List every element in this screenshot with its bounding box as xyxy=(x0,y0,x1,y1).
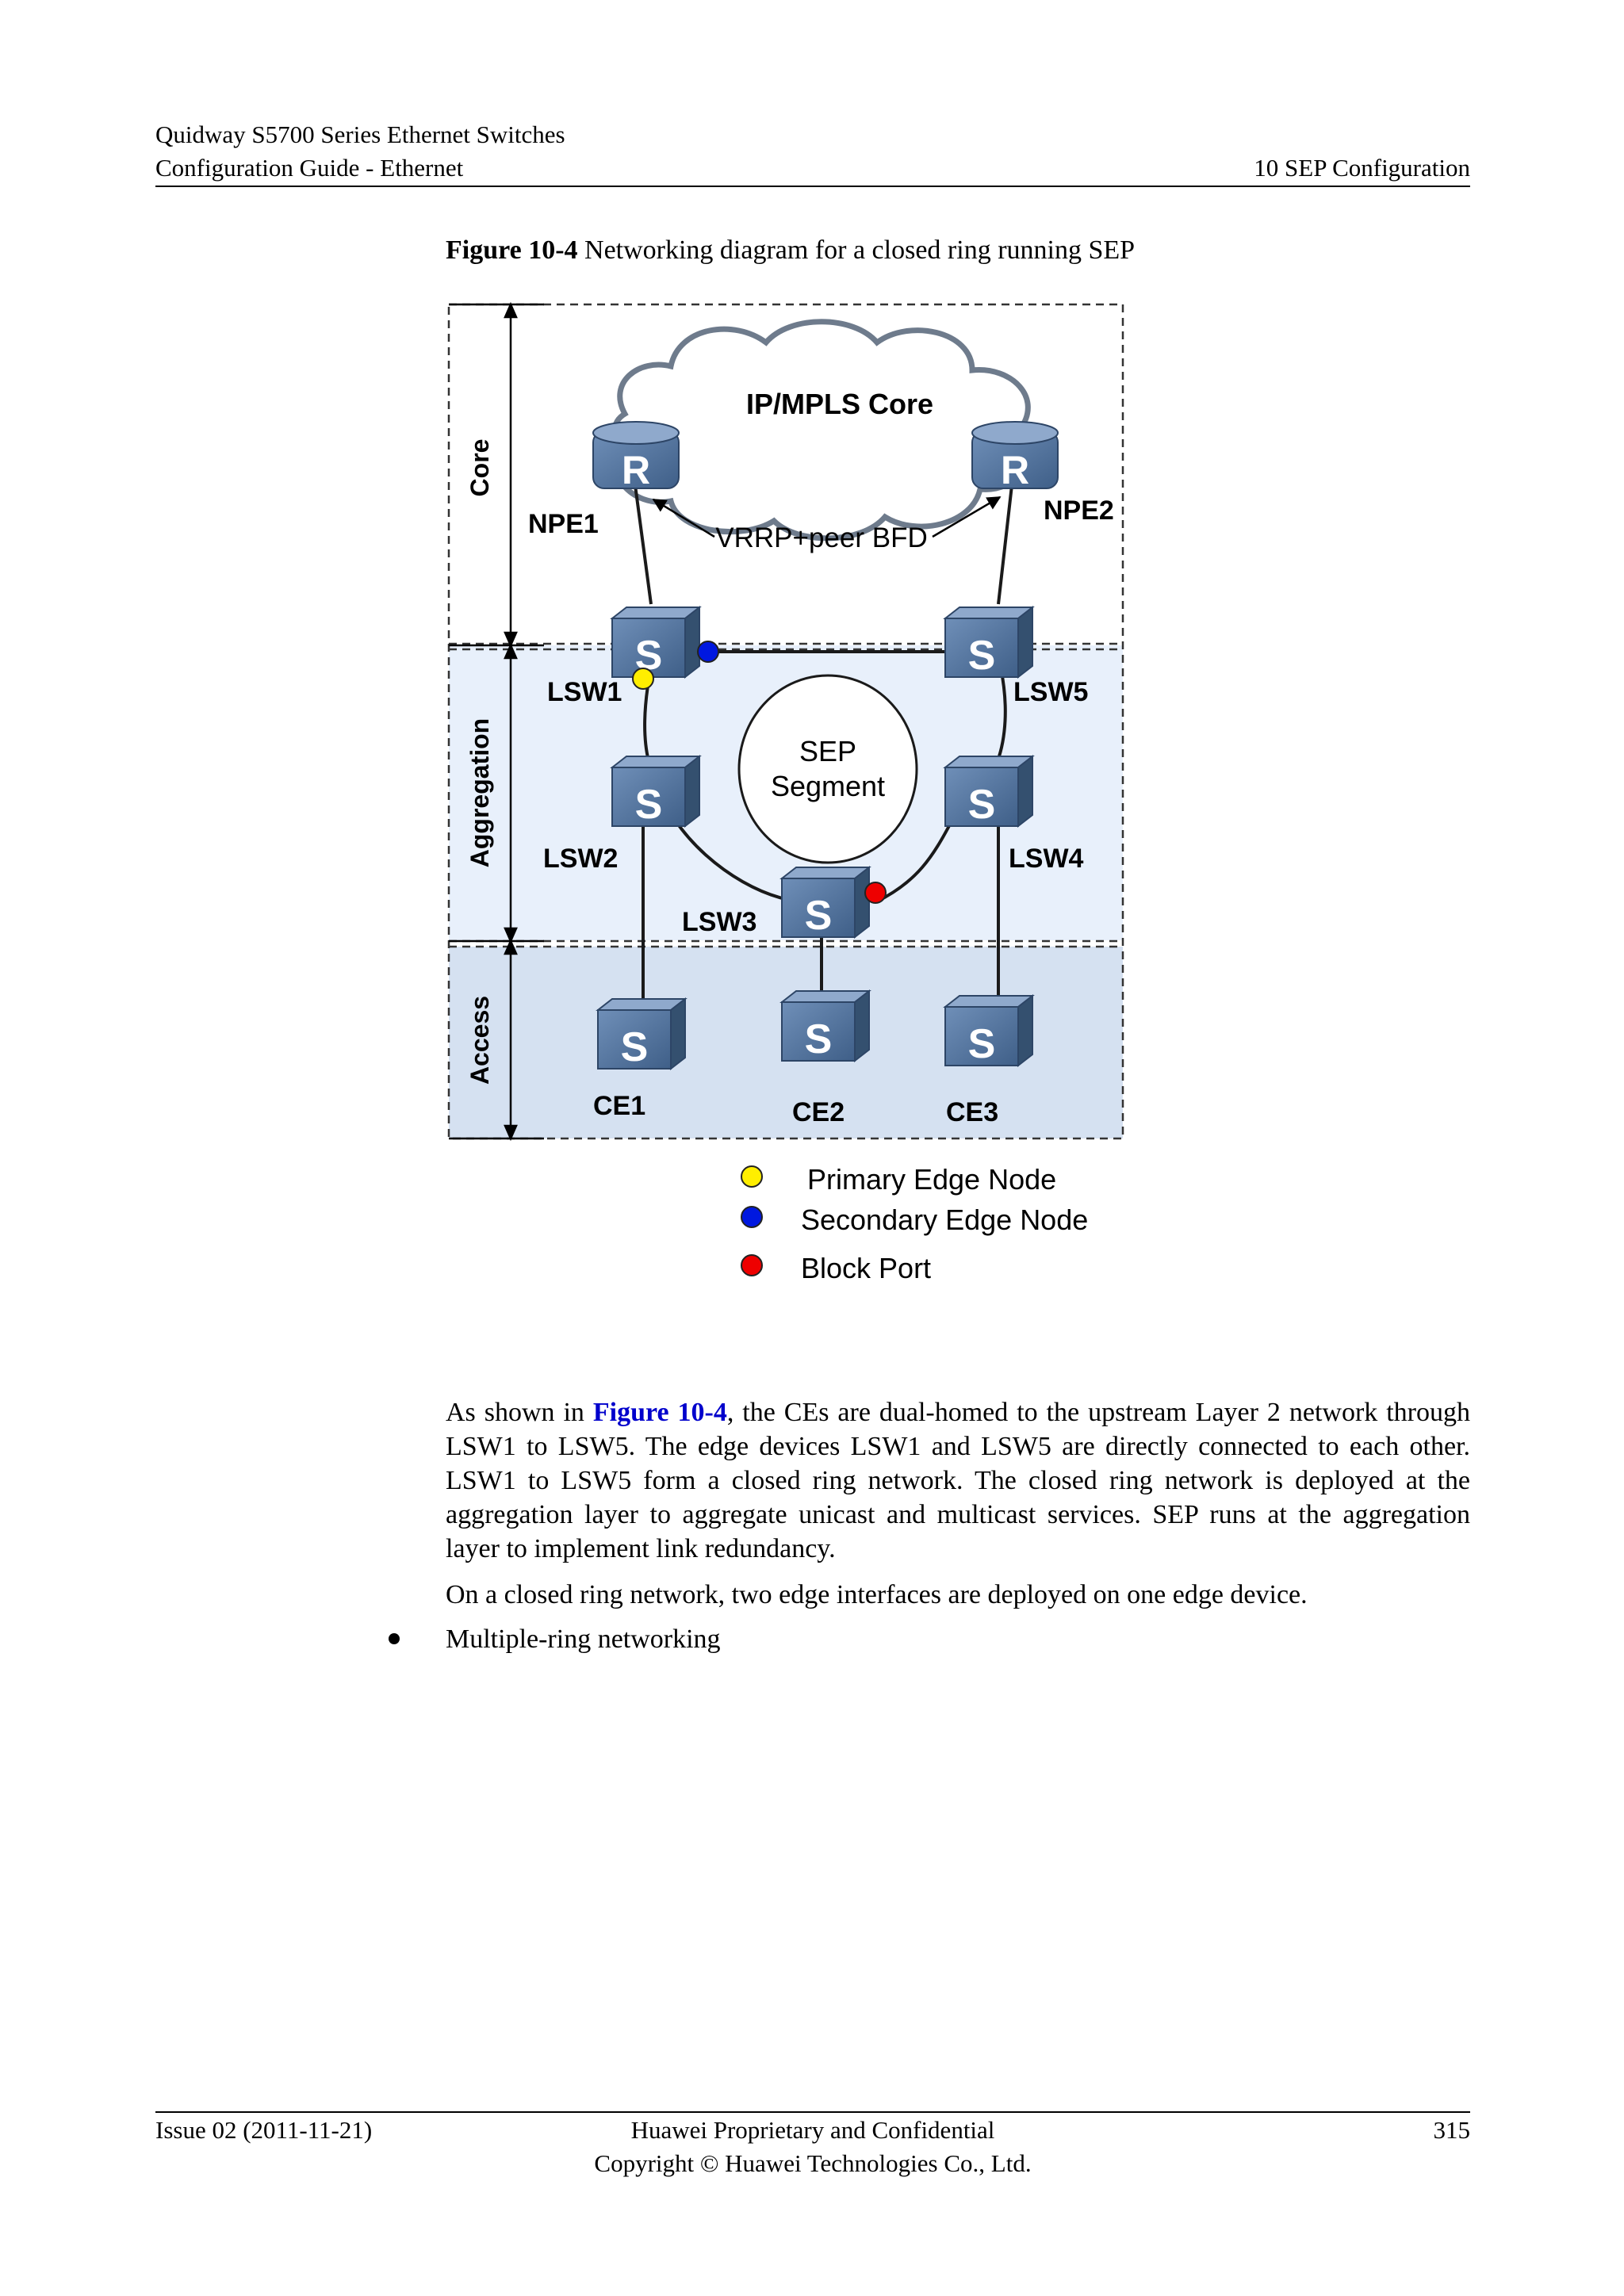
layer-label-core: Core xyxy=(465,439,494,497)
layer-label-access: Access xyxy=(465,996,494,1085)
primary-edge-marker xyxy=(632,668,654,690)
paragraph-1-rest: , the CEs are dual-homed to the upstream… xyxy=(446,1398,1470,1563)
figure-number: Figure 10-4 xyxy=(446,235,578,265)
header-guide-title: Configuration Guide - Ethernet xyxy=(155,154,464,182)
switch-ce3-icon: S xyxy=(943,993,1035,1068)
vrrp-arrows xyxy=(652,496,1002,538)
switch-lsw2-icon: S xyxy=(610,754,702,828)
switch-glyph: S xyxy=(621,1024,649,1070)
switch-glyph: S xyxy=(968,633,996,679)
footer-proprietary: Huawei Proprietary and Confidential xyxy=(630,2116,995,2144)
label-lsw3: LSW3 xyxy=(682,907,756,937)
bullet-item: Multiple-ring networking xyxy=(446,1624,721,1654)
switch-lsw5-icon: S xyxy=(943,605,1035,679)
legend-secondary-label: Secondary Edge Node xyxy=(801,1203,1089,1236)
switch-lsw3-icon: S xyxy=(779,865,871,939)
footer-copyright: Copyright © Huawei Technologies Co., Ltd… xyxy=(594,2149,1032,2177)
switch-ce1-icon: S xyxy=(596,997,688,1071)
router-npe1-icon: R xyxy=(592,421,680,492)
legend-primary-label: Primary Edge Node xyxy=(807,1163,1057,1196)
bullet-icon xyxy=(389,1633,400,1644)
label-ce1: CE1 xyxy=(593,1091,645,1121)
switch-ce2-icon: S xyxy=(779,989,871,1063)
block-port-marker xyxy=(864,882,887,904)
switch-glyph: S xyxy=(968,1021,996,1067)
paragraph-2: On a closed ring network, two edge inter… xyxy=(446,1580,1308,1609)
sep-segment-circle xyxy=(737,674,918,864)
footer-rule xyxy=(155,2111,1470,2113)
switch-lsw1-icon: S xyxy=(610,605,702,679)
router-glyph: R xyxy=(622,448,650,492)
footer-issue: Issue 02 (2011-11-21) xyxy=(155,2116,373,2144)
switch-glyph: S xyxy=(805,1016,833,1062)
label-lsw4: LSW4 xyxy=(1009,844,1084,874)
layer-boundaries xyxy=(447,303,1124,1140)
sep-label-line1: SEP xyxy=(799,735,856,767)
label-ce2: CE2 xyxy=(792,1097,845,1127)
router-npe2-icon: R xyxy=(971,421,1059,492)
label-npe1: NPE1 xyxy=(528,509,599,539)
label-lsw1: LSW1 xyxy=(547,677,622,707)
switch-glyph: S xyxy=(968,782,996,828)
label-ce3: CE3 xyxy=(946,1097,998,1127)
router-glyph: R xyxy=(1001,448,1029,492)
legend-primary-marker xyxy=(741,1165,763,1188)
header-section: 10 SEP Configuration xyxy=(1254,154,1470,182)
header-rule xyxy=(155,186,1470,187)
paragraph-1: As shown in Figure 10-4, the CEs are dua… xyxy=(446,1395,1470,1566)
vrrp-label: VRRP+peer BFD xyxy=(715,522,927,553)
footer-page-number: 315 xyxy=(1433,2116,1471,2144)
figure-title: Networking diagram for a closed ring run… xyxy=(584,235,1136,265)
label-lsw2: LSW2 xyxy=(543,844,618,874)
switch-glyph: S xyxy=(805,893,833,939)
layer-label-aggregation: Aggregation xyxy=(465,718,494,867)
label-lsw5: LSW5 xyxy=(1013,677,1088,707)
legend-block-label: Block Port xyxy=(801,1252,932,1284)
secondary-edge-marker xyxy=(697,641,719,663)
layer-scale-arrows xyxy=(449,301,544,1142)
header-doc-title: Quidway S5700 Series Ethernet Switches xyxy=(155,121,565,148)
legend-secondary-marker xyxy=(741,1206,763,1228)
sep-label-line2: Segment xyxy=(771,770,885,802)
cloud-label: IP/MPLS Core xyxy=(746,388,933,420)
switch-glyph: S xyxy=(635,782,663,828)
figure-link[interactable]: Figure 10-4 xyxy=(592,1398,727,1427)
switch-lsw4-icon: S xyxy=(943,754,1035,828)
label-npe2: NPE2 xyxy=(1044,496,1114,526)
figure-caption: Figure 10-4 Networking diagram for a clo… xyxy=(446,233,1135,268)
sep-network-diagram: Core Aggregation Access IP/MPLS Core SEP… xyxy=(447,301,1124,1142)
legend-block-marker xyxy=(741,1254,763,1276)
paragraph-1-prefix: As shown in xyxy=(446,1398,593,1427)
